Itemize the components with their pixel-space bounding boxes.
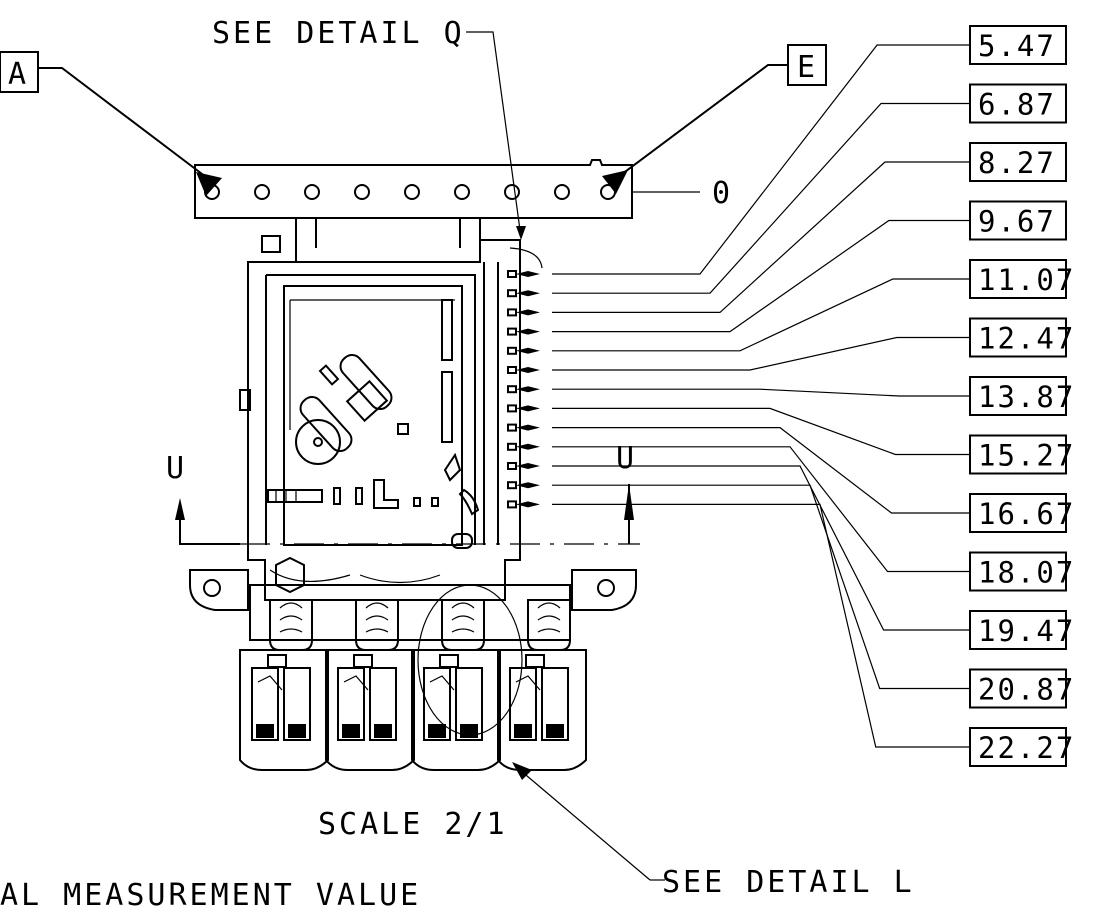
- carrier-hole: [254, 184, 270, 200]
- contact-pin: [507, 308, 540, 317]
- contact-pin: [507, 270, 540, 278]
- dimension-leader: [552, 278, 970, 352]
- contact-pin: [507, 404, 540, 413]
- dimension-callout: 20.87: [552, 484, 1075, 709]
- contact-pin: [507, 500, 540, 509]
- dimension-value: 18.07: [978, 556, 1075, 590]
- dimension-value: 15.27: [978, 439, 1075, 473]
- dimension-leader: [552, 336, 970, 371]
- strip-support-tabs: [295, 218, 481, 262]
- arrowhead-l: [512, 762, 532, 780]
- dimension-value: 8.27: [978, 146, 1056, 180]
- connector-housing: [239, 235, 521, 601]
- dimension-leader: [552, 102, 970, 294]
- contact-pin: [507, 481, 540, 490]
- dimension-value: 16.67: [978, 497, 1075, 531]
- contact-pin: [507, 462, 540, 470]
- carrier-hole: [600, 184, 616, 200]
- connector-cell: [411, 599, 501, 771]
- carrier-hole: [304, 184, 320, 200]
- row-end-label: 0: [712, 176, 733, 211]
- contact-pin: [507, 385, 540, 394]
- dimension-leader: [552, 503, 970, 748]
- detail-l-circle: [417, 584, 523, 736]
- dimension-callout: 22.27: [552, 503, 1075, 767]
- dimension-value: 12.47: [978, 322, 1075, 356]
- dimension-leader: [552, 407, 970, 456]
- bottom-note: AL MEASUREMENT VALUE: [0, 878, 421, 908]
- dimension-callout: 18.07: [552, 446, 1075, 592]
- leader-line-a: [38, 67, 211, 181]
- reference-box-a-label: A: [8, 57, 29, 92]
- arrowhead-e: [602, 170, 628, 194]
- see-detail-q-label: SEE DETAIL Q: [212, 16, 465, 51]
- dimension-value: 22.27: [978, 731, 1075, 765]
- dimension-value: 19.47: [978, 614, 1075, 648]
- dimension-callout: 11.07: [552, 259, 1075, 352]
- dimension-leader: [552, 465, 970, 631]
- contact-pins: [507, 247, 543, 509]
- scale-label: SCALE 2/1: [318, 807, 508, 842]
- contact-pin: [507, 366, 540, 374]
- contact-pin: [507, 289, 540, 298]
- dimension-leader: [552, 388, 970, 397]
- leader-line-q: [466, 31, 521, 231]
- dimension-leader: [552, 427, 970, 514]
- dimension-leader: [552, 446, 970, 573]
- dimension-leader: [552, 219, 970, 333]
- contact-pin: [507, 346, 540, 355]
- lower-connector-region: [239, 556, 587, 771]
- connector-cell: [325, 599, 415, 771]
- dimension-callout: 12.47: [552, 317, 1075, 371]
- dimension-callout: 6.87: [552, 83, 1067, 294]
- dimension-callouts: 5.47 6.87 8.27 9.67 11.07 12.47 13.87 15.27 16.6…: [552, 25, 1075, 767]
- connector-cell: [497, 599, 587, 771]
- carrier-hole: [354, 184, 370, 200]
- dimension-leader: [552, 44, 970, 275]
- section-marker-left-label: U: [166, 451, 187, 486]
- dimension-value: 5.47: [978, 29, 1056, 63]
- mounting-ear-right: [571, 569, 637, 611]
- carrier-hole: [554, 184, 570, 200]
- reference-box-a: A: [0, 51, 39, 93]
- leader-line-l: [519, 769, 651, 881]
- dimension-callout: 9.67: [552, 200, 1067, 333]
- carrier-hole: [404, 184, 420, 200]
- dimension-callout: 13.87: [552, 376, 1075, 416]
- reference-box-e-label: E: [797, 50, 818, 85]
- dimension-value: 11.07: [978, 263, 1075, 297]
- carrier-hole: [204, 184, 220, 200]
- dimension-callout: 16.67: [552, 427, 1075, 533]
- section-marker-right-label: U: [616, 441, 637, 476]
- dimension-value: 13.87: [978, 380, 1075, 414]
- see-detail-l-label: SEE DETAIL L: [662, 865, 915, 900]
- connector-cell: [239, 599, 329, 771]
- carrier-hole: [504, 184, 520, 200]
- section-arrow-left: [175, 498, 185, 520]
- card-slot-features: [267, 299, 480, 549]
- carrier-hole: [454, 184, 470, 200]
- dimension-leader: [552, 484, 970, 690]
- dimension-callout: 5.47: [552, 25, 1067, 275]
- dimension-callout: 8.27: [552, 142, 1067, 313]
- carrier-strip: [194, 159, 633, 219]
- dimension-callout: 19.47: [552, 465, 1075, 650]
- dimension-value: 6.87: [978, 88, 1056, 122]
- section-line-left: [179, 520, 240, 545]
- arrowhead-q: [516, 226, 526, 240]
- contact-pin: [507, 442, 540, 451]
- dimension-callout: 15.27: [552, 407, 1075, 475]
- contact-pin: [507, 327, 540, 336]
- contact-pin: [507, 423, 540, 432]
- mounting-ear-left: [189, 569, 249, 611]
- dimension-value: 9.67: [978, 205, 1056, 239]
- dimension-leader: [552, 161, 970, 313]
- dimension-value: 20.87: [978, 673, 1075, 707]
- arrowhead-a: [196, 172, 222, 196]
- leader-line-e: [613, 64, 788, 181]
- reference-box-e: E: [787, 44, 827, 86]
